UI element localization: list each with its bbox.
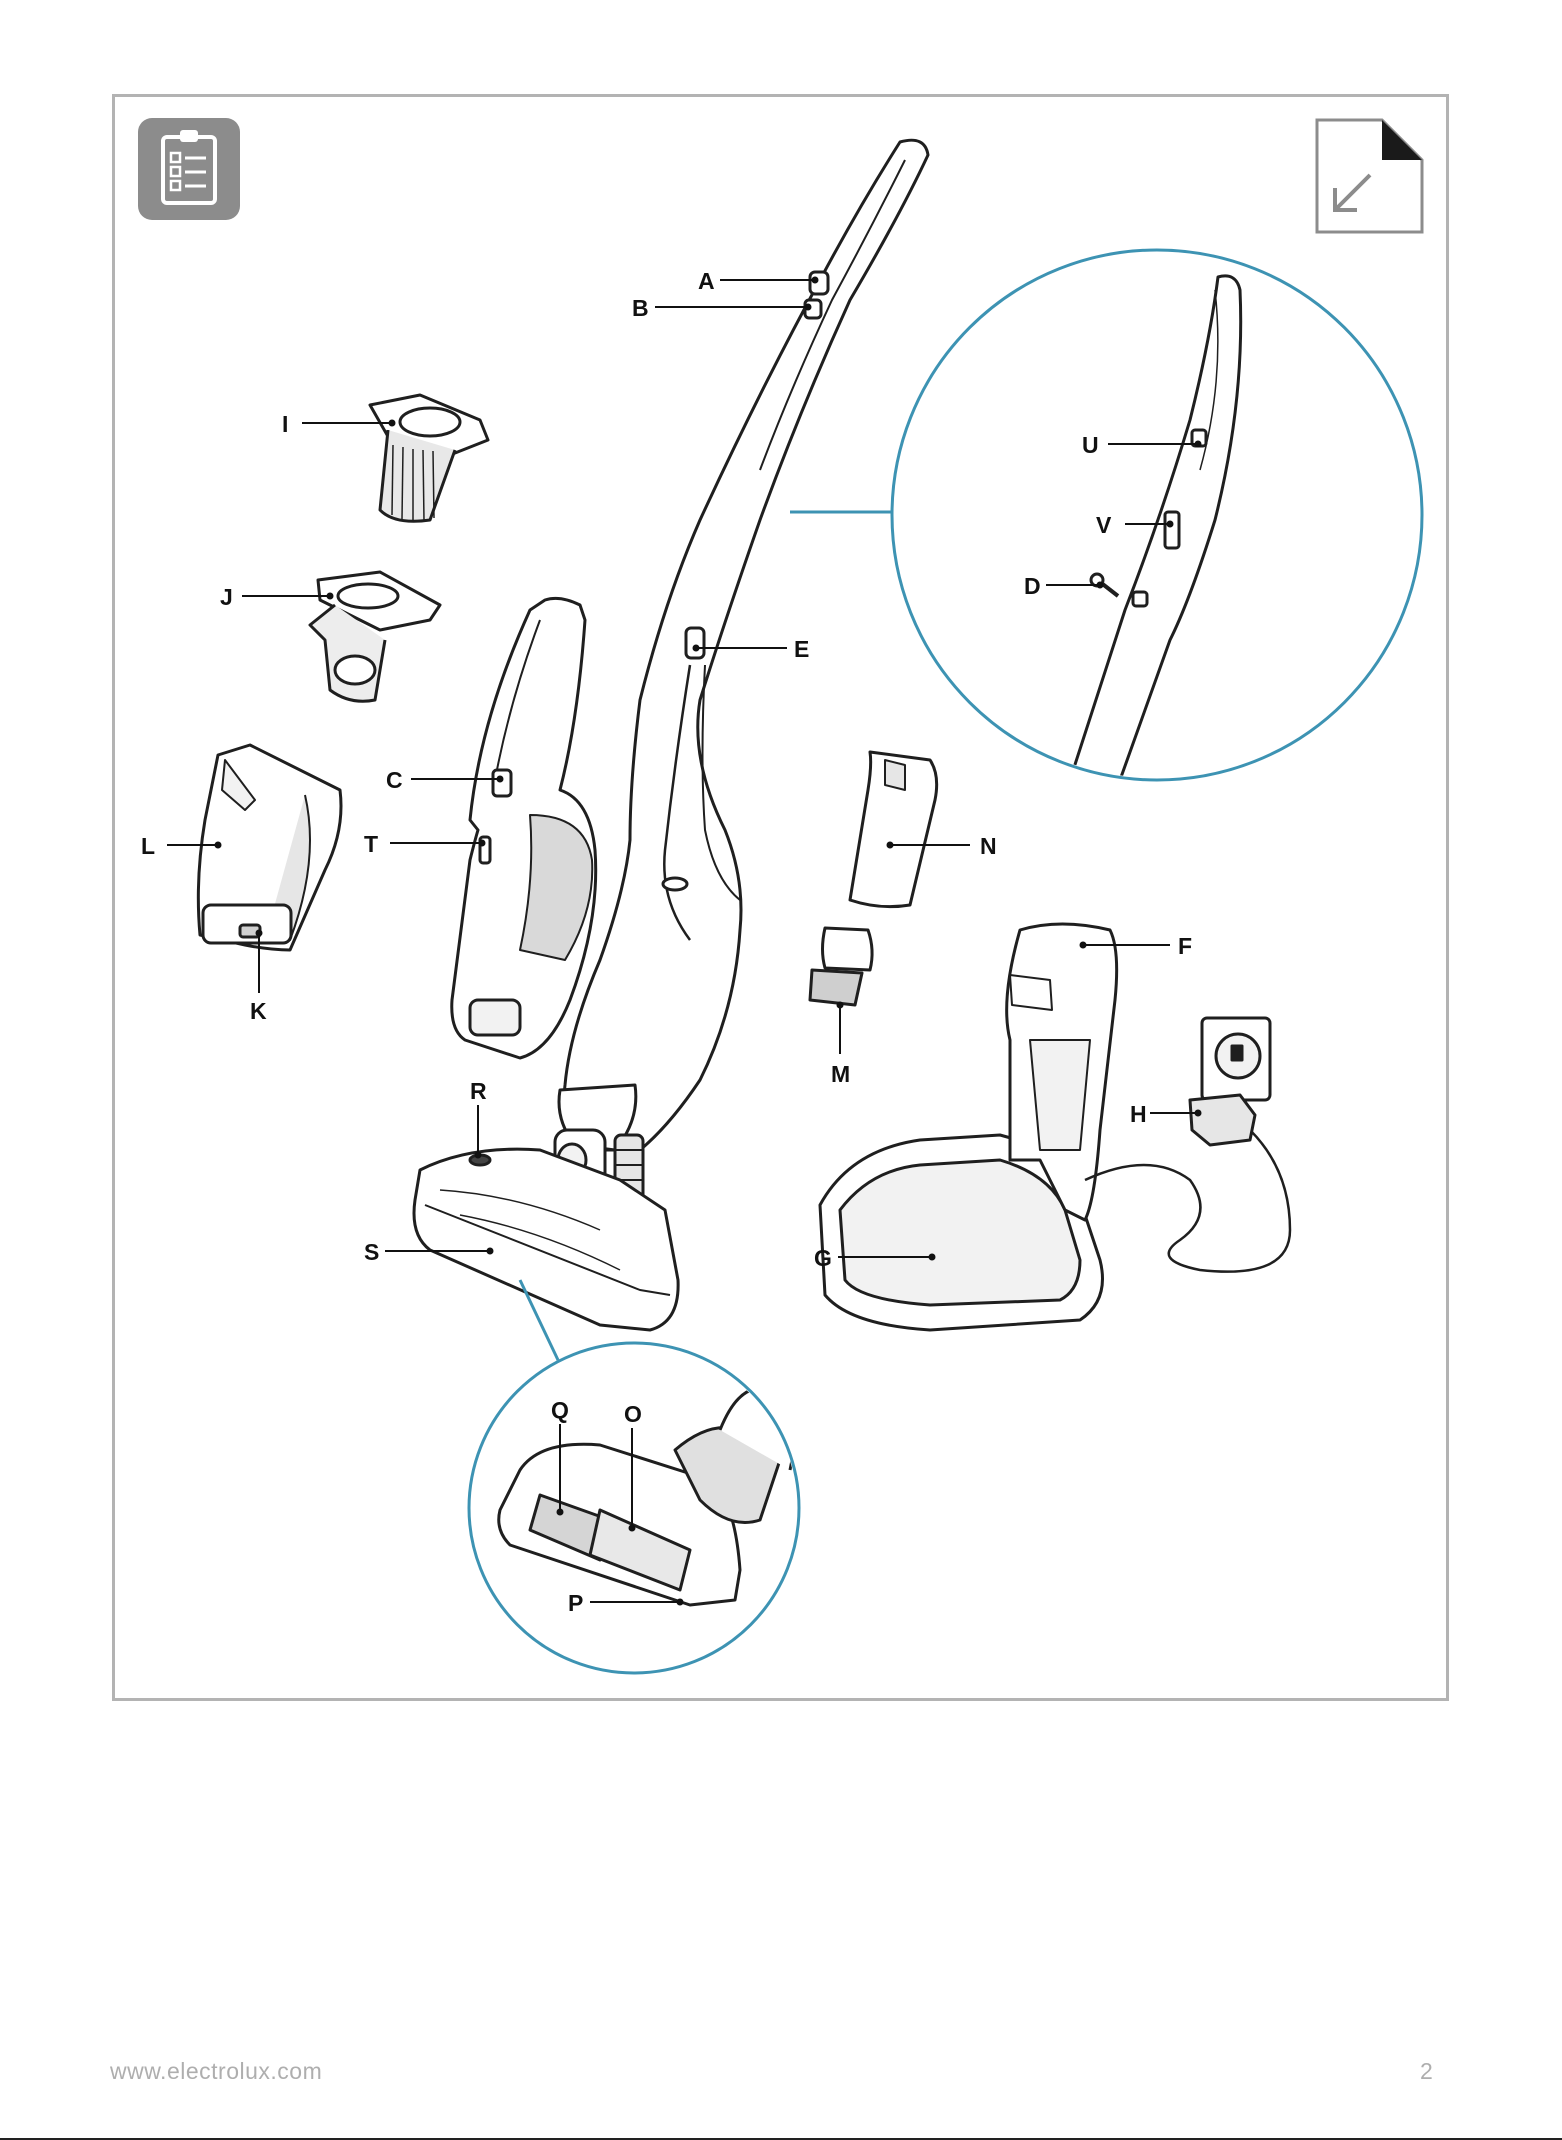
wall-plug-illustration bbox=[1190, 1018, 1270, 1145]
label-r: R bbox=[470, 1078, 487, 1104]
handheld-unit-illustration bbox=[452, 598, 596, 1058]
label-l: L bbox=[141, 833, 155, 859]
label-h: H bbox=[1130, 1101, 1147, 1127]
label-u: U bbox=[1082, 432, 1099, 458]
filter-j-illustration bbox=[310, 572, 440, 701]
label-j: J bbox=[220, 584, 233, 610]
filter-i-illustration bbox=[370, 395, 488, 521]
clipboard-checklist-icon bbox=[138, 118, 240, 220]
label-f: F bbox=[1178, 933, 1192, 959]
page-number: 2 bbox=[1420, 2058, 1433, 2085]
label-n: N bbox=[980, 833, 997, 859]
footer-website: www.electrolux.com bbox=[110, 2058, 322, 2085]
page-corner-arrow-icon bbox=[1317, 120, 1422, 232]
label-q: Q bbox=[551, 1397, 569, 1423]
brush-tool-illustration bbox=[810, 928, 872, 1005]
battery-illustration bbox=[850, 752, 937, 907]
label-v: V bbox=[1096, 512, 1112, 538]
label-g: G bbox=[814, 1245, 832, 1271]
label-d: D bbox=[1024, 573, 1041, 599]
label-m: M bbox=[831, 1061, 850, 1087]
label-e: E bbox=[794, 636, 809, 662]
label-i: I bbox=[282, 411, 288, 437]
label-k: K bbox=[250, 998, 267, 1024]
label-b: B bbox=[632, 295, 649, 321]
label-t: T bbox=[364, 831, 378, 857]
label-s: S bbox=[364, 1239, 379, 1265]
handle-detail-circle bbox=[892, 250, 1422, 780]
label-c: C bbox=[386, 767, 403, 793]
label-a: A bbox=[698, 268, 715, 294]
label-o: O bbox=[624, 1401, 642, 1427]
label-p: P bbox=[568, 1590, 583, 1616]
